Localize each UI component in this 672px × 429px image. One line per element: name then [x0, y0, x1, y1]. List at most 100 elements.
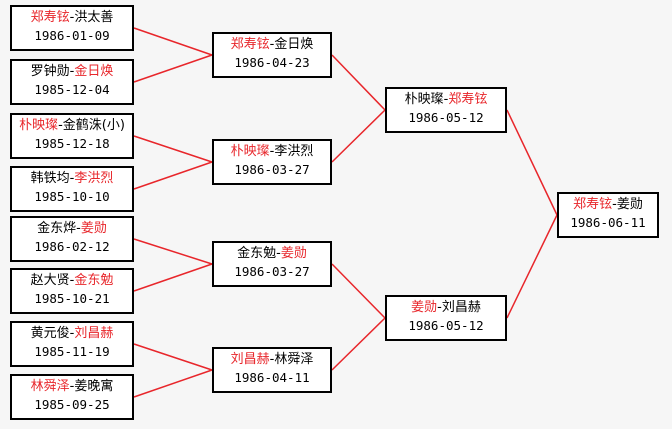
player-name: 姜晚寓	[74, 379, 114, 394]
player-name: 刘昌赫	[74, 326, 114, 341]
match-box-round1-3: 朴映璨-金鹤洙(小)1985-12-18	[10, 113, 134, 159]
versus-dash: -	[69, 10, 75, 25]
player-name: 朴映璨	[230, 144, 270, 159]
player-name: 姜勋	[80, 221, 107, 236]
match-date: 1986-01-09	[34, 28, 110, 43]
player-name: 姜勋	[411, 300, 438, 315]
connector-line	[133, 263, 213, 292]
player-name: 黄元俊	[30, 326, 70, 341]
versus-dash: -	[276, 246, 281, 261]
player-name: 姜勋	[280, 246, 307, 261]
match-players: 金东烨-姜勋	[12, 220, 132, 238]
connector-line	[331, 54, 386, 111]
match-players: 刘昌赫-林舜泽	[214, 351, 330, 369]
match-date: 1986-02-12	[34, 239, 110, 254]
connector-line	[331, 109, 386, 163]
versus-dash: -	[437, 300, 442, 315]
versus-dash: -	[443, 92, 449, 107]
connector-line	[133, 135, 213, 163]
versus-dash: -	[69, 379, 75, 394]
match-date: 1985-11-19	[34, 344, 110, 359]
player-name: 洪太善	[74, 10, 114, 25]
player-name: 金日焕	[274, 37, 314, 52]
player-name: 郑寿铉	[573, 197, 613, 212]
match-players: 姜勋-刘昌赫	[387, 299, 505, 317]
connector-line	[133, 54, 213, 83]
player-name: 金鹤洙(小)	[62, 118, 125, 133]
match-players: 黄元俊-刘昌赫	[12, 325, 132, 343]
connector-line	[133, 27, 213, 56]
versus-dash: -	[269, 144, 275, 159]
match-players: 金东勉-姜勋	[214, 245, 330, 263]
connector-line	[133, 343, 213, 371]
connector-line	[133, 161, 213, 190]
connector-line	[133, 238, 213, 265]
player-name: 金东勉	[237, 246, 277, 261]
player-name: 朴映璨	[404, 92, 444, 107]
match-date: 1986-03-27	[234, 162, 310, 177]
match-players: 朴映璨-郑寿铉	[387, 91, 505, 109]
match-players: 郑寿铉-姜勋	[559, 196, 657, 214]
versus-dash: -	[69, 171, 75, 186]
connector-line	[506, 214, 558, 319]
versus-dash: -	[269, 37, 275, 52]
match-players: 郑寿铉-金日焕	[214, 36, 330, 54]
match-players: 朴映璨-李洪烈	[214, 143, 330, 161]
player-name: 罗钟勋	[30, 64, 70, 79]
versus-dash: -	[69, 273, 75, 288]
match-date: 1986-05-12	[408, 110, 484, 125]
match-date: 1986-04-23	[234, 55, 310, 70]
match-players: 林舜泽-姜晚寓	[12, 378, 132, 396]
match-date: 1985-10-10	[34, 189, 110, 204]
player-name: 赵大贤	[30, 273, 70, 288]
match-date: 1985-10-21	[34, 291, 110, 306]
player-name: 郑寿铉	[230, 37, 270, 52]
match-date: 1985-12-18	[34, 136, 110, 151]
connector-line	[331, 317, 386, 371]
versus-dash: -	[612, 197, 617, 212]
versus-dash: -	[69, 326, 75, 341]
match-players: 朴映璨-金鹤洙(小)	[12, 117, 132, 135]
player-name: 刘昌赫	[230, 352, 270, 367]
match-date: 1986-03-27	[234, 264, 310, 279]
player-name: 郑寿铉	[448, 92, 488, 107]
versus-dash: -	[76, 221, 81, 236]
player-name: 金东烨	[37, 221, 77, 236]
versus-dash: -	[269, 352, 275, 367]
player-name: 林舜泽	[274, 352, 314, 367]
versus-dash: -	[58, 118, 63, 133]
connector-line	[506, 109, 558, 216]
player-name: 金日焕	[74, 64, 114, 79]
match-date: 1985-12-04	[34, 82, 110, 97]
player-name: 李洪烈	[274, 144, 314, 159]
player-name: 林舜泽	[30, 379, 70, 394]
versus-dash: -	[69, 64, 75, 79]
player-name: 刘昌赫	[441, 300, 481, 315]
connector-line	[331, 263, 386, 319]
match-date: 1985-09-25	[34, 397, 110, 412]
player-name: 郑寿铉	[30, 10, 70, 25]
match-date: 1986-05-12	[408, 318, 484, 333]
player-name: 姜勋	[616, 197, 643, 212]
match-players: 罗钟勋-金日焕	[12, 63, 132, 81]
player-name: 韩铁均	[30, 171, 70, 186]
match-players: 韩铁均-李洪烈	[12, 170, 132, 188]
player-name: 金东勉	[74, 273, 114, 288]
player-name: 朴映璨	[19, 118, 59, 133]
match-date: 1986-06-11	[570, 215, 646, 230]
match-date: 1986-04-11	[234, 370, 310, 385]
match-players: 郑寿铉-洪太善	[12, 9, 132, 27]
